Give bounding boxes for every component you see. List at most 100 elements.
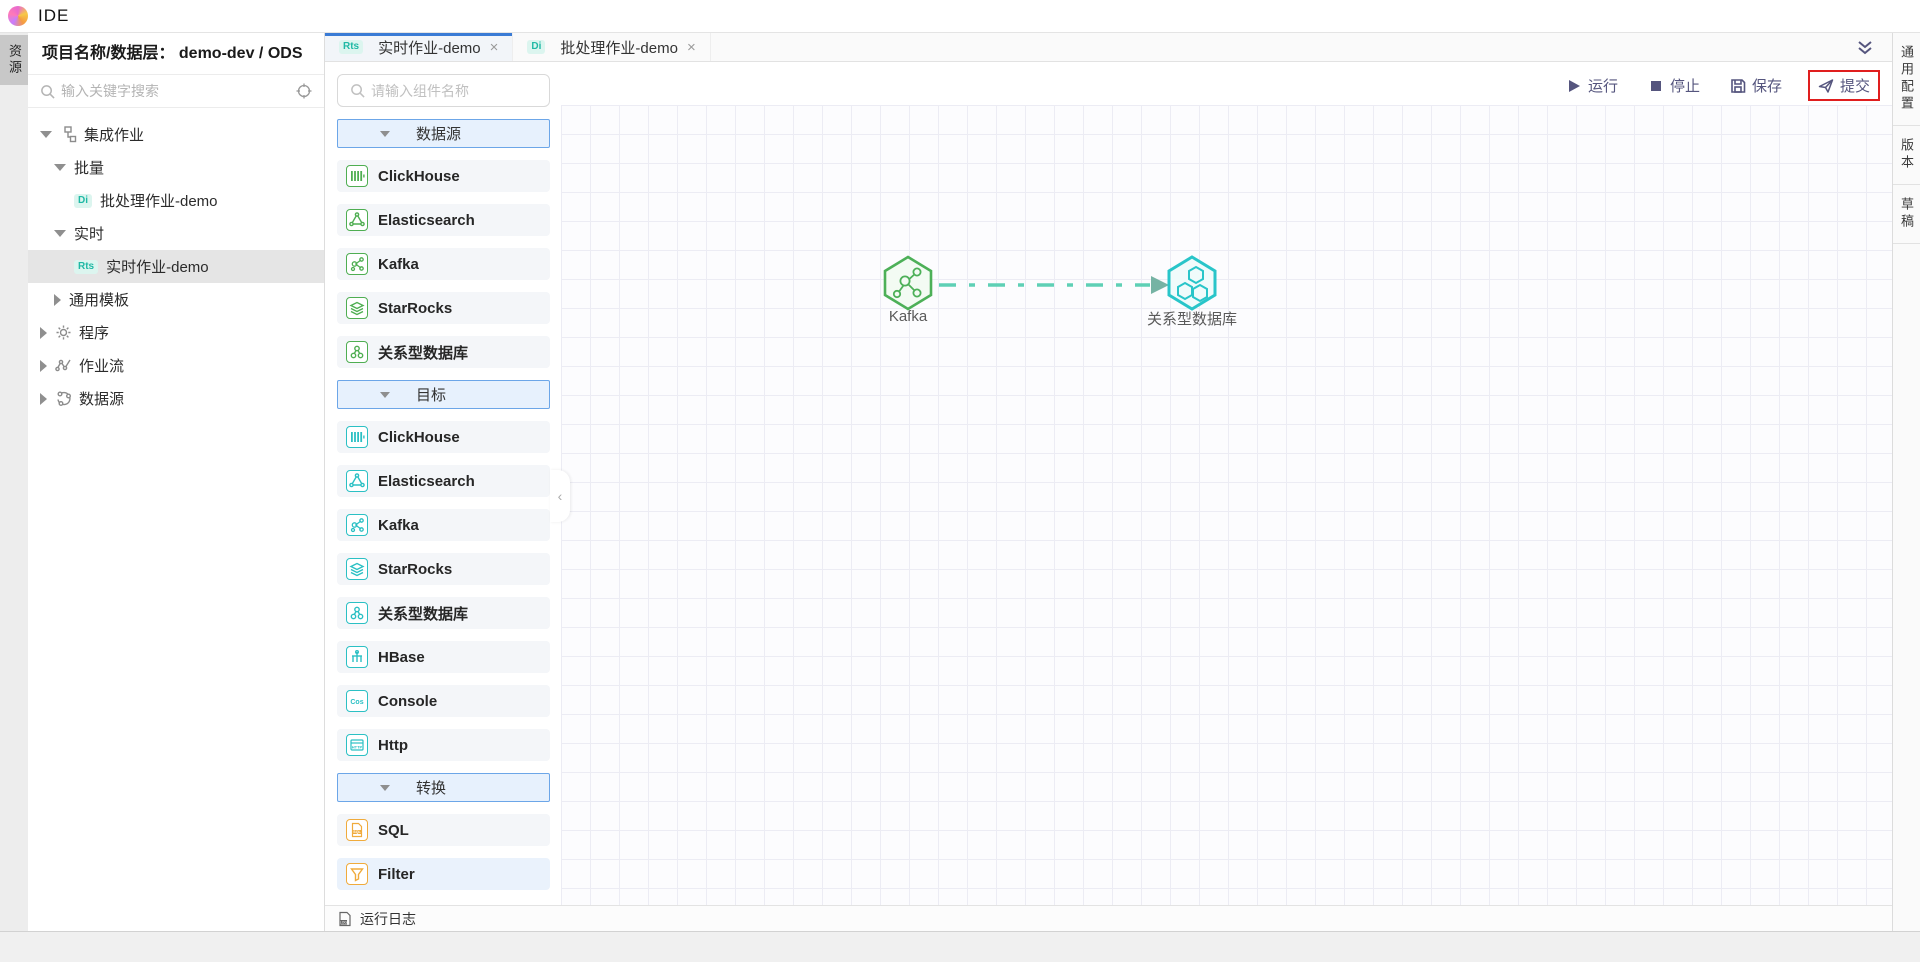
palette-item-starrocks-source[interactable]: StarRocks [337, 292, 550, 324]
node-kafka[interactable] [882, 255, 934, 311]
edge-kafka-to-db[interactable] [935, 270, 1175, 300]
tab-batch-job-demo[interactable]: Di 批处理作业-demo × [513, 33, 711, 61]
sidebar-search-row [28, 75, 324, 108]
tree-item-label: 数据源 [79, 391, 125, 408]
caret-down-icon[interactable] [54, 230, 66, 237]
project-header-label: 项目名称/数据层： [42, 45, 175, 62]
canvas-grid[interactable] [561, 105, 1892, 905]
palette-item-label: Elasticsearch [378, 211, 475, 229]
tree-item-label: 实时 [74, 226, 105, 243]
filter-icon [346, 863, 368, 885]
log-file-icon: LOG [339, 911, 351, 926]
caret-right-icon[interactable] [40, 326, 47, 339]
app-title: IDE [38, 6, 70, 25]
canvas-workarea[interactable]: 运行 停止 保存 提交 数据源 [325, 62, 1892, 905]
run-label: 运行 [1587, 78, 1618, 95]
caret-down-icon[interactable] [40, 131, 52, 138]
palette-item-http-target[interactable]: HTTP Http [337, 729, 550, 761]
sidebar-search-input[interactable] [55, 83, 296, 99]
palette-item-kafka-target[interactable]: Kafka [337, 509, 550, 541]
tree-item-realtime-job-demo[interactable]: Rts 实时作业-demo [28, 250, 324, 283]
tab-label: 批处理作业-demo [560, 39, 678, 57]
left-activity-strip: 资源 [0, 33, 28, 931]
palette-collapse-handle[interactable]: ‹ [550, 470, 570, 522]
hbase-icon [346, 646, 368, 668]
palette-item-relational-db-target[interactable]: 关系型数据库 [337, 597, 550, 629]
palette-item-starrocks-target[interactable]: StarRocks [337, 553, 550, 585]
kafka-icon [346, 253, 368, 275]
canvas-toolbar: 运行 停止 保存 提交 [1562, 70, 1880, 101]
collapse-panel-icon[interactable] [1854, 37, 1876, 59]
tab-draft[interactable]: 草稿 [1893, 185, 1920, 244]
right-panel-bar: 通用配置 版本 草稿 [1892, 33, 1920, 931]
palette-item-label: Filter [378, 865, 415, 883]
section-title: 数据源 [416, 126, 462, 143]
di-badge: Di [74, 193, 92, 208]
tree-item-label: 程序 [79, 325, 110, 342]
rts-badge: Rts [74, 259, 99, 274]
tree-item-batch-job-demo[interactable]: Di 批处理作业-demo [28, 184, 324, 217]
tab-general-config[interactable]: 通用配置 [1893, 33, 1920, 126]
palette-item-label: 关系型数据库 [378, 344, 469, 362]
starrocks-icon [346, 558, 368, 580]
submit-button[interactable]: 提交 [1807, 70, 1880, 101]
console-icon: Cos [346, 690, 368, 712]
relational-db-node-icon [1177, 265, 1208, 303]
tree-item-batch[interactable]: 批量 [28, 151, 324, 184]
resource-panel-tab[interactable]: 资源 [0, 35, 28, 85]
tree-item-label: 实时作业-demo [106, 259, 209, 276]
palette-item-clickhouse-target[interactable]: ClickHouse [337, 421, 550, 453]
tree-item-integration-jobs[interactable]: 集成作业 [28, 118, 324, 151]
close-icon[interactable]: × [686, 38, 696, 56]
elasticsearch-icon [346, 470, 368, 492]
caret-right-icon[interactable] [40, 359, 47, 372]
search-icon [351, 84, 365, 98]
kafka-icon [346, 514, 368, 536]
di-badge: Di [527, 40, 546, 54]
play-icon [1568, 79, 1580, 92]
palette-item-sql-transform[interactable]: SQL SQL [337, 814, 550, 846]
locate-icon[interactable] [296, 83, 312, 99]
run-log-bar[interactable]: LOG 运行日志 [325, 905, 1892, 931]
palette-search-input[interactable] [365, 82, 550, 99]
rts-badge: Rts [339, 40, 364, 54]
component-palette: 数据源 ClickHouse Elasticsearch Kafka StarR… [337, 74, 550, 905]
caret-right-icon[interactable] [40, 392, 47, 405]
section-header-transform[interactable]: 转换 [337, 773, 550, 802]
tree-item-realtime[interactable]: 实时 [28, 217, 324, 250]
palette-item-label: SQL [378, 821, 409, 839]
editor-tab-bar: Rts 实时作业-demo × Di 批处理作业-demo × [325, 33, 1892, 62]
run-button[interactable]: 运行 [1562, 72, 1622, 99]
palette-item-console-target[interactable]: Cos Console [337, 685, 550, 717]
tree-item-datasources[interactable]: 数据源 [28, 382, 324, 415]
save-button[interactable]: 保存 [1726, 72, 1786, 99]
tab-version[interactable]: 版本 [1893, 126, 1920, 185]
svg-text:SQL: SQL [353, 830, 361, 834]
stop-button[interactable]: 停止 [1644, 72, 1704, 99]
close-icon[interactable]: × [489, 38, 499, 56]
tree-item-label: 批量 [74, 160, 105, 177]
tree-item-label: 批处理作业-demo [100, 193, 218, 210]
palette-item-clickhouse-source[interactable]: ClickHouse [337, 160, 550, 192]
palette-item-elasticsearch-target[interactable]: Elasticsearch [337, 465, 550, 497]
caret-down-icon [380, 784, 390, 791]
tree-item-programs[interactable]: 程序 [28, 316, 324, 349]
palette-item-label: Kafka [378, 516, 419, 534]
section-header-source[interactable]: 数据源 [337, 119, 550, 148]
palette-item-relational-db-source[interactable]: 关系型数据库 [337, 336, 550, 368]
caret-right-icon[interactable] [54, 293, 61, 306]
section-header-target[interactable]: 目标 [337, 380, 550, 409]
node-relational-db[interactable] [1166, 255, 1218, 311]
palette-item-filter-transform[interactable]: Filter [337, 858, 550, 890]
tab-realtime-job-demo[interactable]: Rts 实时作业-demo × [325, 33, 514, 61]
palette-item-elasticsearch-source[interactable]: Elasticsearch [337, 204, 550, 236]
starrocks-icon [346, 297, 368, 319]
bottom-status-strip [0, 931, 1920, 962]
tree-item-label: 集成作业 [84, 127, 145, 144]
palette-item-kafka-source[interactable]: Kafka [337, 248, 550, 280]
tree-item-common-templates[interactable]: 通用模板 [28, 283, 324, 316]
palette-item-hbase-target[interactable]: HBase [337, 641, 550, 673]
tree-item-workflows[interactable]: 作业流 [28, 349, 324, 382]
clickhouse-icon [346, 426, 368, 448]
caret-down-icon[interactable] [54, 164, 66, 171]
